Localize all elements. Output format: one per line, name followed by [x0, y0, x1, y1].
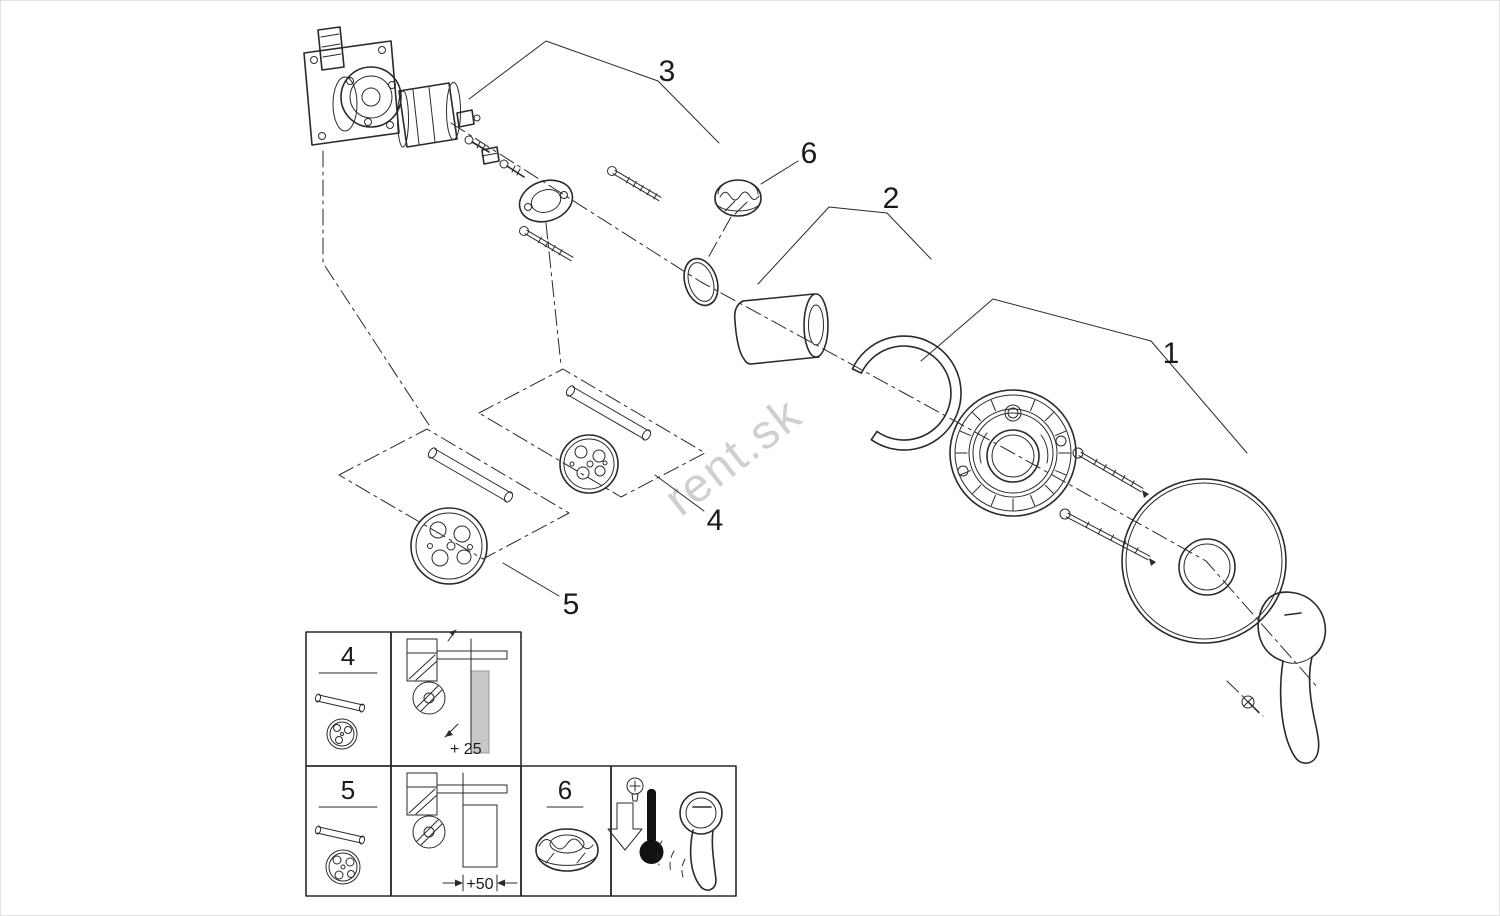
- thermometer-icon: [639, 789, 664, 864]
- cap-icon: [535, 828, 599, 872]
- watermark-text: rent.sk: [655, 387, 812, 526]
- mounting-plate: [949, 389, 1077, 517]
- handle: [1257, 591, 1327, 764]
- sleeve-part-2: 2: [733, 182, 932, 365]
- handle-screw: [1241, 695, 1260, 714]
- part-label-6: 6: [801, 137, 818, 170]
- mounting-bolt-1: [607, 166, 662, 202]
- part-label-2: 2: [883, 182, 900, 215]
- mounting-bolt-2: [519, 226, 574, 262]
- rough-in-valve-body: [303, 26, 402, 146]
- plus-bulb-icon: [626, 777, 644, 802]
- cartridge-assembly: [397, 82, 481, 148]
- retaining-ring: [851, 335, 962, 451]
- adapter-nut: [481, 146, 500, 165]
- handle-front-icon: [657, 791, 723, 891]
- dim-50-text: +50: [466, 876, 493, 893]
- oval-flange: [518, 179, 574, 223]
- plate-screw-2: [1059, 508, 1156, 566]
- small-screw-2: [499, 159, 525, 178]
- dim-25-text: + 25: [450, 741, 482, 758]
- table-cell-cap-6: 6: [535, 775, 599, 872]
- table-cap-label: 6: [558, 775, 572, 805]
- part-label-5: 5: [563, 588, 580, 621]
- part-label-1: 1: [1163, 337, 1180, 370]
- part-label-3: 3: [659, 55, 676, 88]
- spare-group-4: 4: [478, 368, 724, 537]
- part-3-callout: 3: [468, 40, 720, 144]
- table-row2-label: 5: [341, 775, 355, 805]
- cap-part-6: 6: [714, 137, 818, 217]
- table-cell-flush-warning: [607, 777, 723, 891]
- table-row1-label: 4: [341, 641, 355, 671]
- table-cell-depth-25: + 25: [406, 629, 508, 758]
- plate-screw-1: [1072, 447, 1149, 498]
- instruction-table: 4 + 25: [305, 629, 737, 897]
- down-arrow-icon: [607, 802, 643, 851]
- table-cell-parts-4: 4: [314, 641, 378, 750]
- part-1-callout: 1: [920, 298, 1248, 454]
- table-cell-parts-5: 5: [314, 775, 378, 885]
- motion-lines: [657, 840, 686, 878]
- center-lines: [322, 122, 1320, 717]
- cover-plate: [1121, 478, 1287, 644]
- table-cell-depth-50: +50: [406, 772, 518, 893]
- spare-group-5: 5: [338, 428, 580, 621]
- o-ring: [683, 257, 719, 307]
- part-label-4: 4: [707, 504, 724, 537]
